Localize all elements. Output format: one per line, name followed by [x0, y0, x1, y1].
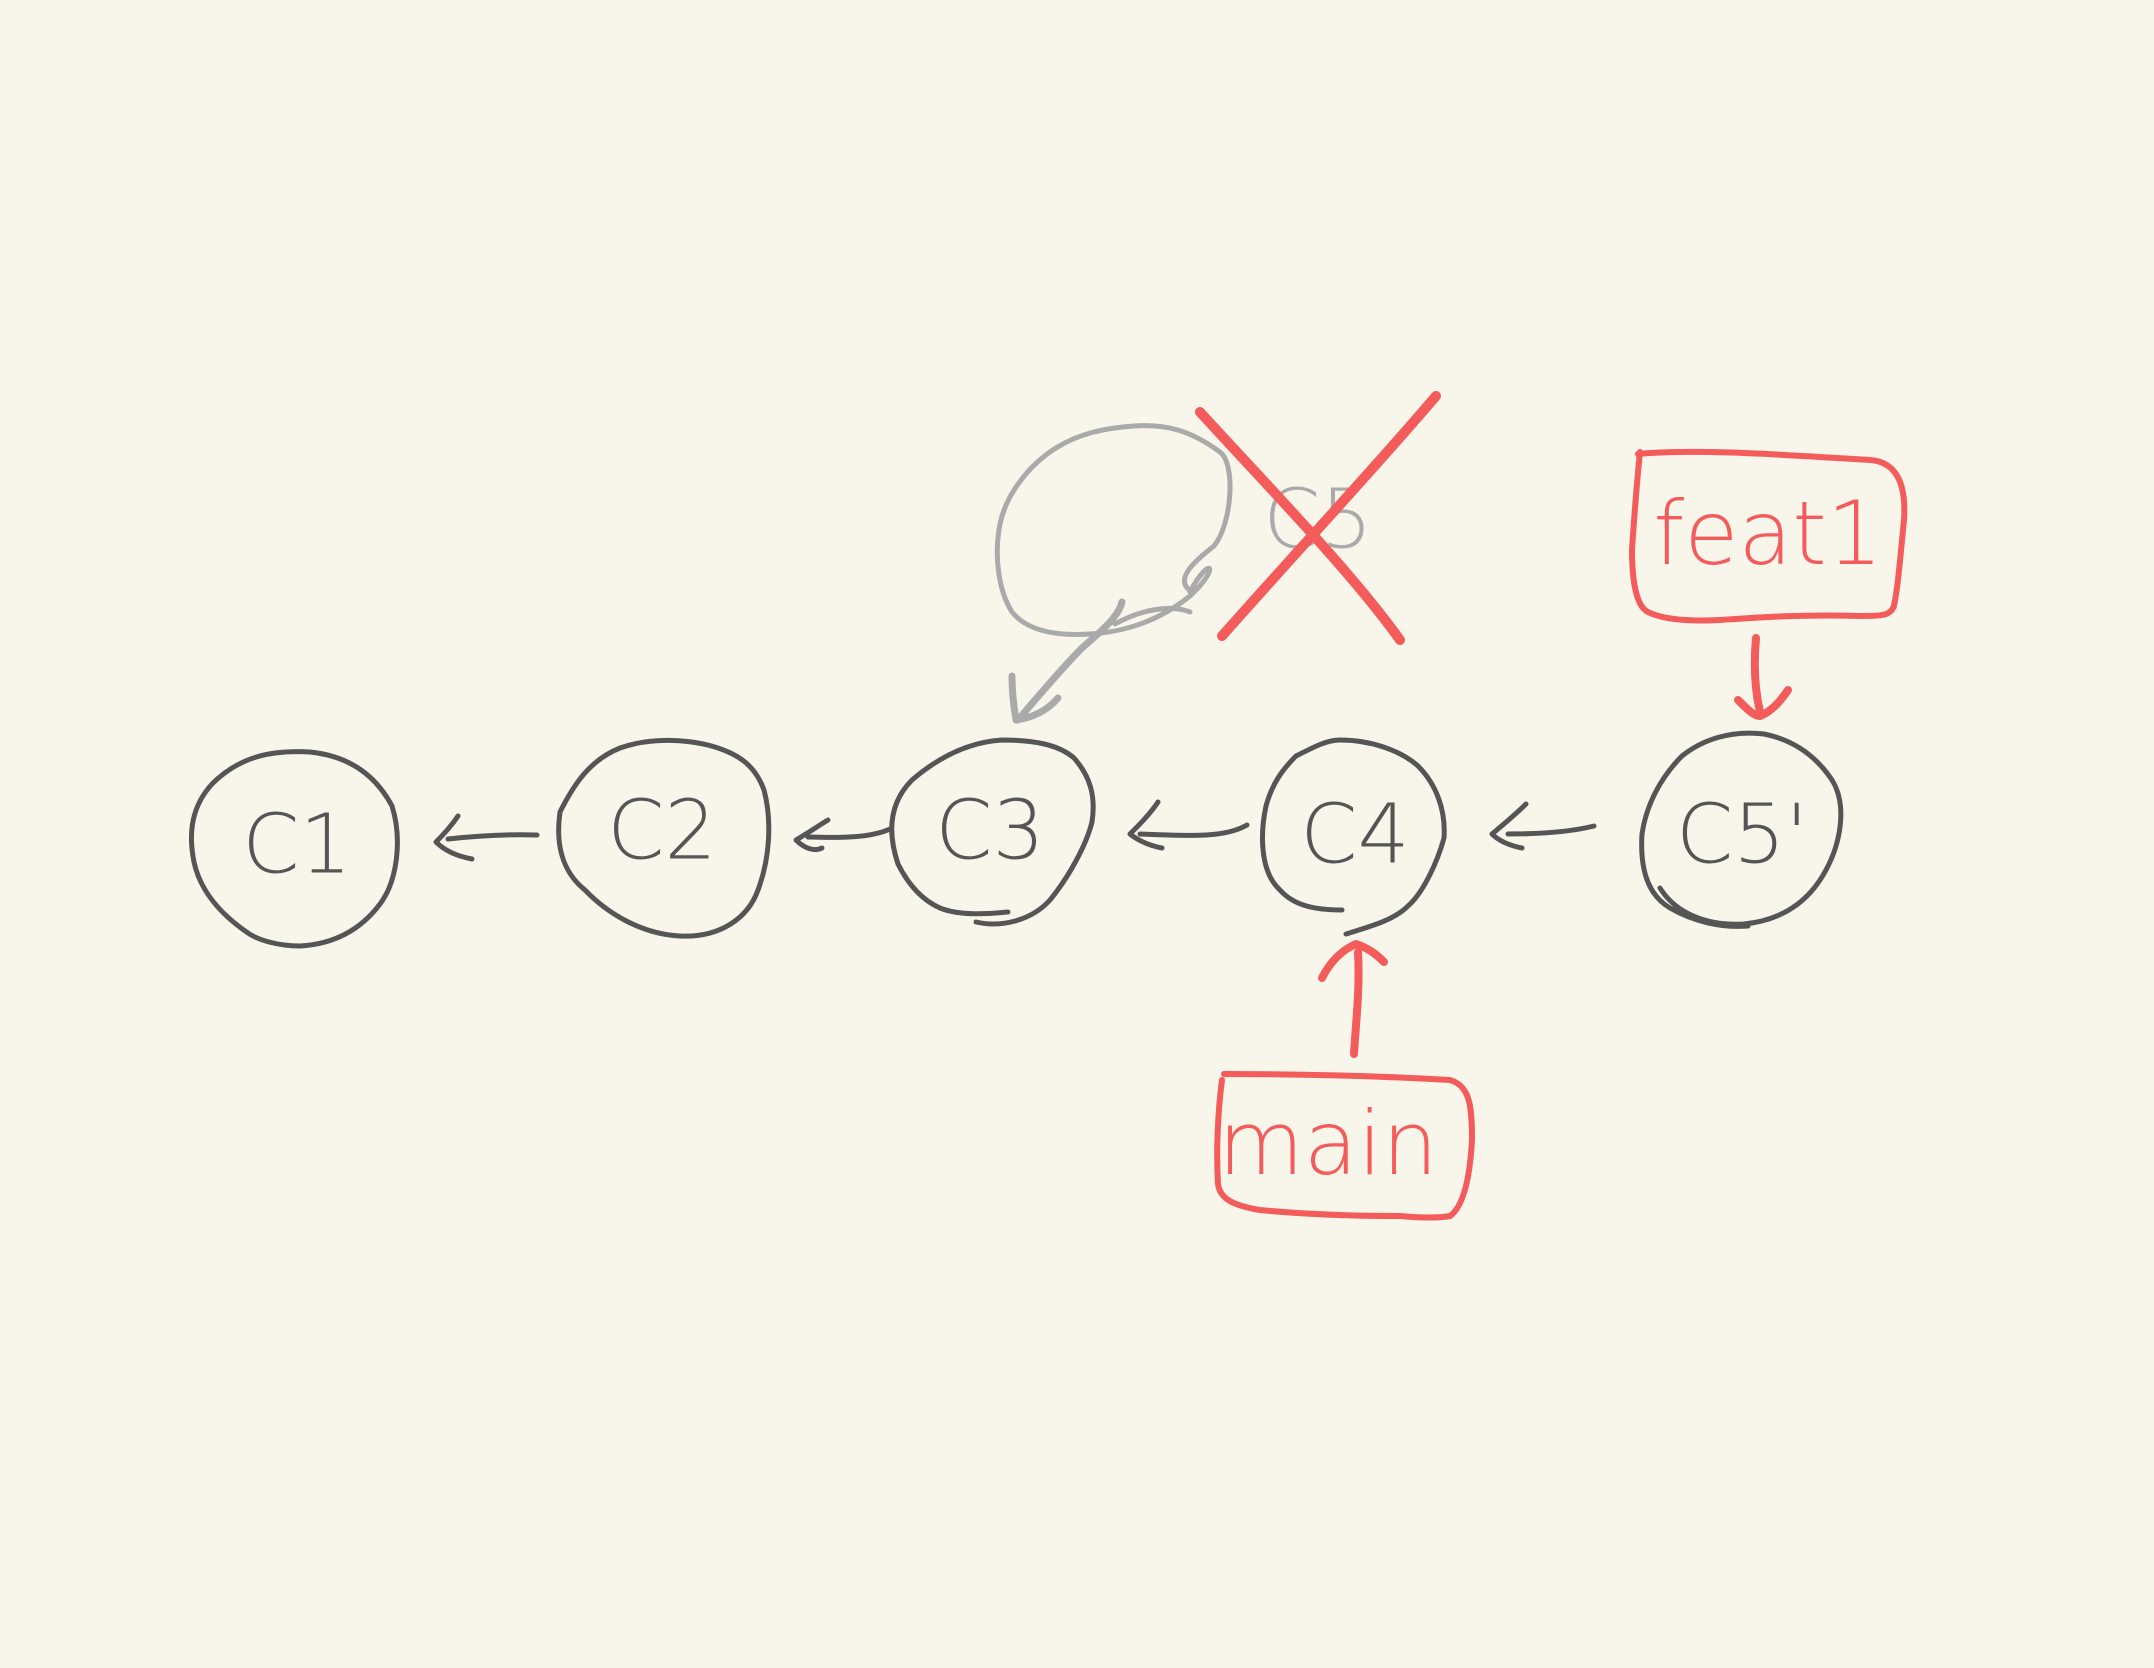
branch-label-feat1: feat1	[1653, 482, 1883, 585]
parent-arrows	[433, 799, 1597, 862]
branch-label-main: main	[1218, 1092, 1438, 1195]
arrow-c2-to-c1	[433, 813, 540, 862]
commit-label-c4: C4	[1300, 788, 1409, 883]
commit-node-c4	[1260, 737, 1447, 937]
commit-label-c5-rebased: C5'	[1676, 788, 1808, 883]
arrow-c5-to-c4	[1489, 801, 1597, 851]
arrow-c3-to-c2	[793, 817, 893, 853]
branch-box-main	[1214, 1071, 1476, 1221]
commit-node-c1	[188, 749, 400, 949]
commit-label-c2: C2	[607, 784, 716, 879]
commit-label-c3: C3	[935, 784, 1044, 879]
commit-label-c1: C1	[242, 798, 351, 893]
commit-node-c5-old	[994, 423, 1233, 637]
arrow-c4-to-c3	[1127, 799, 1250, 851]
arrow-old-c5-to-c3	[1008, 598, 1126, 724]
branch-feat1: feat1	[1628, 448, 1908, 720]
arrow-feat1-to-c5	[1734, 634, 1792, 720]
commit-node-c5-rebased	[1639, 730, 1844, 929]
commit-node-c2	[556, 737, 772, 939]
discard-cross	[1195, 391, 1441, 645]
commit-node-c3	[889, 737, 1096, 927]
arrow-main-to-c4	[1318, 940, 1388, 1058]
branch-box-feat1	[1628, 448, 1908, 624]
branch-main: main	[1214, 940, 1476, 1221]
